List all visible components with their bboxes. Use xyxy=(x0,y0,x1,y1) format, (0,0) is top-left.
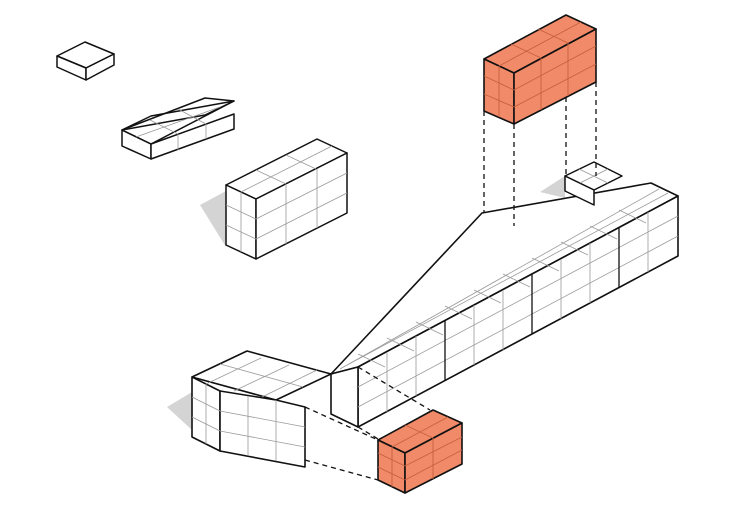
front-insert-grid xyxy=(377,416,463,487)
right-end-left xyxy=(564,175,595,206)
stacked-box-module xyxy=(225,138,348,260)
three-cube-row-module xyxy=(121,97,235,160)
main-top-grid xyxy=(339,188,669,370)
top-insert-module xyxy=(483,14,597,125)
shadow-left-wing xyxy=(167,392,192,430)
single-cube-right-face xyxy=(85,53,115,81)
main-assembly-body xyxy=(330,182,679,428)
top-insert-grid xyxy=(483,21,597,117)
left-wing-module xyxy=(191,350,332,468)
right-end-raised-module xyxy=(564,161,623,206)
wing-grid xyxy=(191,357,318,461)
row-left-face xyxy=(121,129,152,160)
wing-front-face xyxy=(219,390,306,468)
main-module-seams xyxy=(444,228,620,381)
top-insert-dashed-guides xyxy=(483,82,597,226)
single-cube-module xyxy=(56,41,115,81)
front-insert-module xyxy=(377,409,463,494)
shadow-right-end xyxy=(540,176,565,198)
box-grid-lines xyxy=(225,145,348,252)
row-top-outline xyxy=(121,97,235,145)
main-left-end-face xyxy=(330,366,359,428)
row-grid-lines xyxy=(135,106,221,150)
shadow-stacked-box xyxy=(200,191,226,247)
ground-shadows xyxy=(167,176,565,430)
